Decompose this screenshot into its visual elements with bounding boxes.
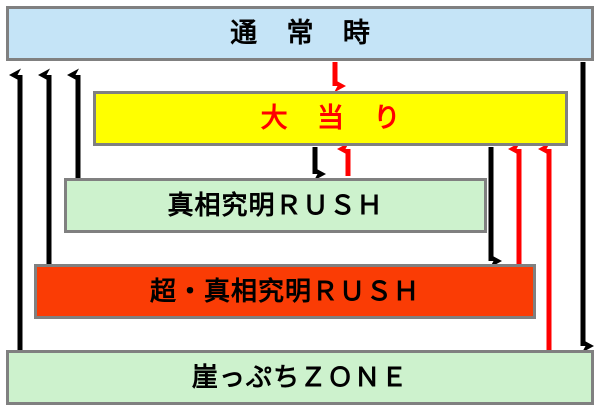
- state-box-normal[interactable]: 通 常 時: [6, 6, 594, 61]
- state-label-normal: 通 常 時: [230, 18, 380, 49]
- state-label-zone: 崖っぷちＺＯＮＥ: [191, 362, 409, 393]
- state-box-rush[interactable]: 真相究明ＲＵＳＨ: [64, 178, 487, 233]
- state-box-jackpot[interactable]: 大 当 り: [93, 91, 568, 146]
- state-label-jackpot: 大 当 り: [260, 103, 411, 134]
- state-box-super-rush[interactable]: 超・真相究明ＲＵＳＨ: [34, 264, 536, 319]
- state-box-zone[interactable]: 崖っぷちＺＯＮＥ: [6, 350, 594, 405]
- state-label-rush: 真相究明ＲＵＳＨ: [167, 190, 384, 221]
- state-label-super-rush: 超・真相究明ＲＵＳＨ: [149, 276, 420, 307]
